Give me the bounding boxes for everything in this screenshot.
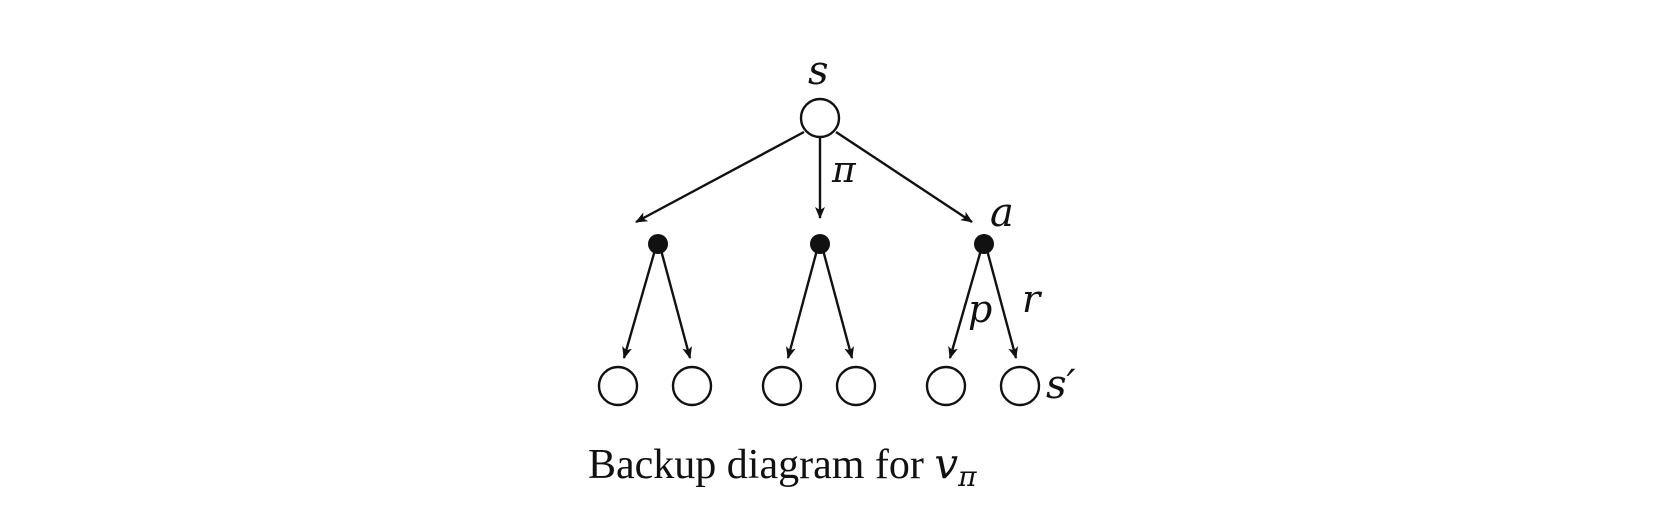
edge-action-1-to-state-2 — [659, 249, 692, 359]
label-action: a — [990, 190, 1014, 236]
edge-action-1-to-state-1 — [622, 249, 657, 359]
caption-text: Backup diagram for — [588, 442, 934, 488]
label-root-state: s — [808, 48, 829, 94]
label-policy: π — [831, 150, 857, 191]
diagram-caption: Backup diagram for vπ — [588, 439, 977, 493]
label-next-state: s′ — [1046, 362, 1076, 408]
label-reward: r — [1022, 277, 1043, 321]
action-node-3 — [974, 234, 994, 254]
next-state-node-4 — [835, 365, 877, 407]
next-state-node-3 — [761, 365, 803, 407]
edge-root-to-action-1 — [635, 130, 805, 224]
next-state-node-2 — [671, 365, 713, 407]
root-state-node — [799, 97, 841, 139]
next-state-node-1 — [597, 365, 639, 407]
caption-variable: v — [934, 439, 958, 488]
action-node-2 — [810, 234, 830, 254]
edge-action-3-to-state-5 — [948, 249, 983, 359]
next-state-node-5 — [925, 365, 967, 407]
next-state-node-6 — [999, 365, 1041, 407]
edge-root-to-action-3 — [835, 130, 973, 224]
action-node-1 — [648, 234, 668, 254]
edge-action-3-to-state-6 — [985, 249, 1018, 359]
label-probability: p — [968, 287, 992, 331]
edge-action-2-to-state-3 — [786, 249, 819, 359]
caption-variable-subscript: π — [957, 460, 977, 493]
edge-action-2-to-state-4 — [821, 249, 854, 359]
